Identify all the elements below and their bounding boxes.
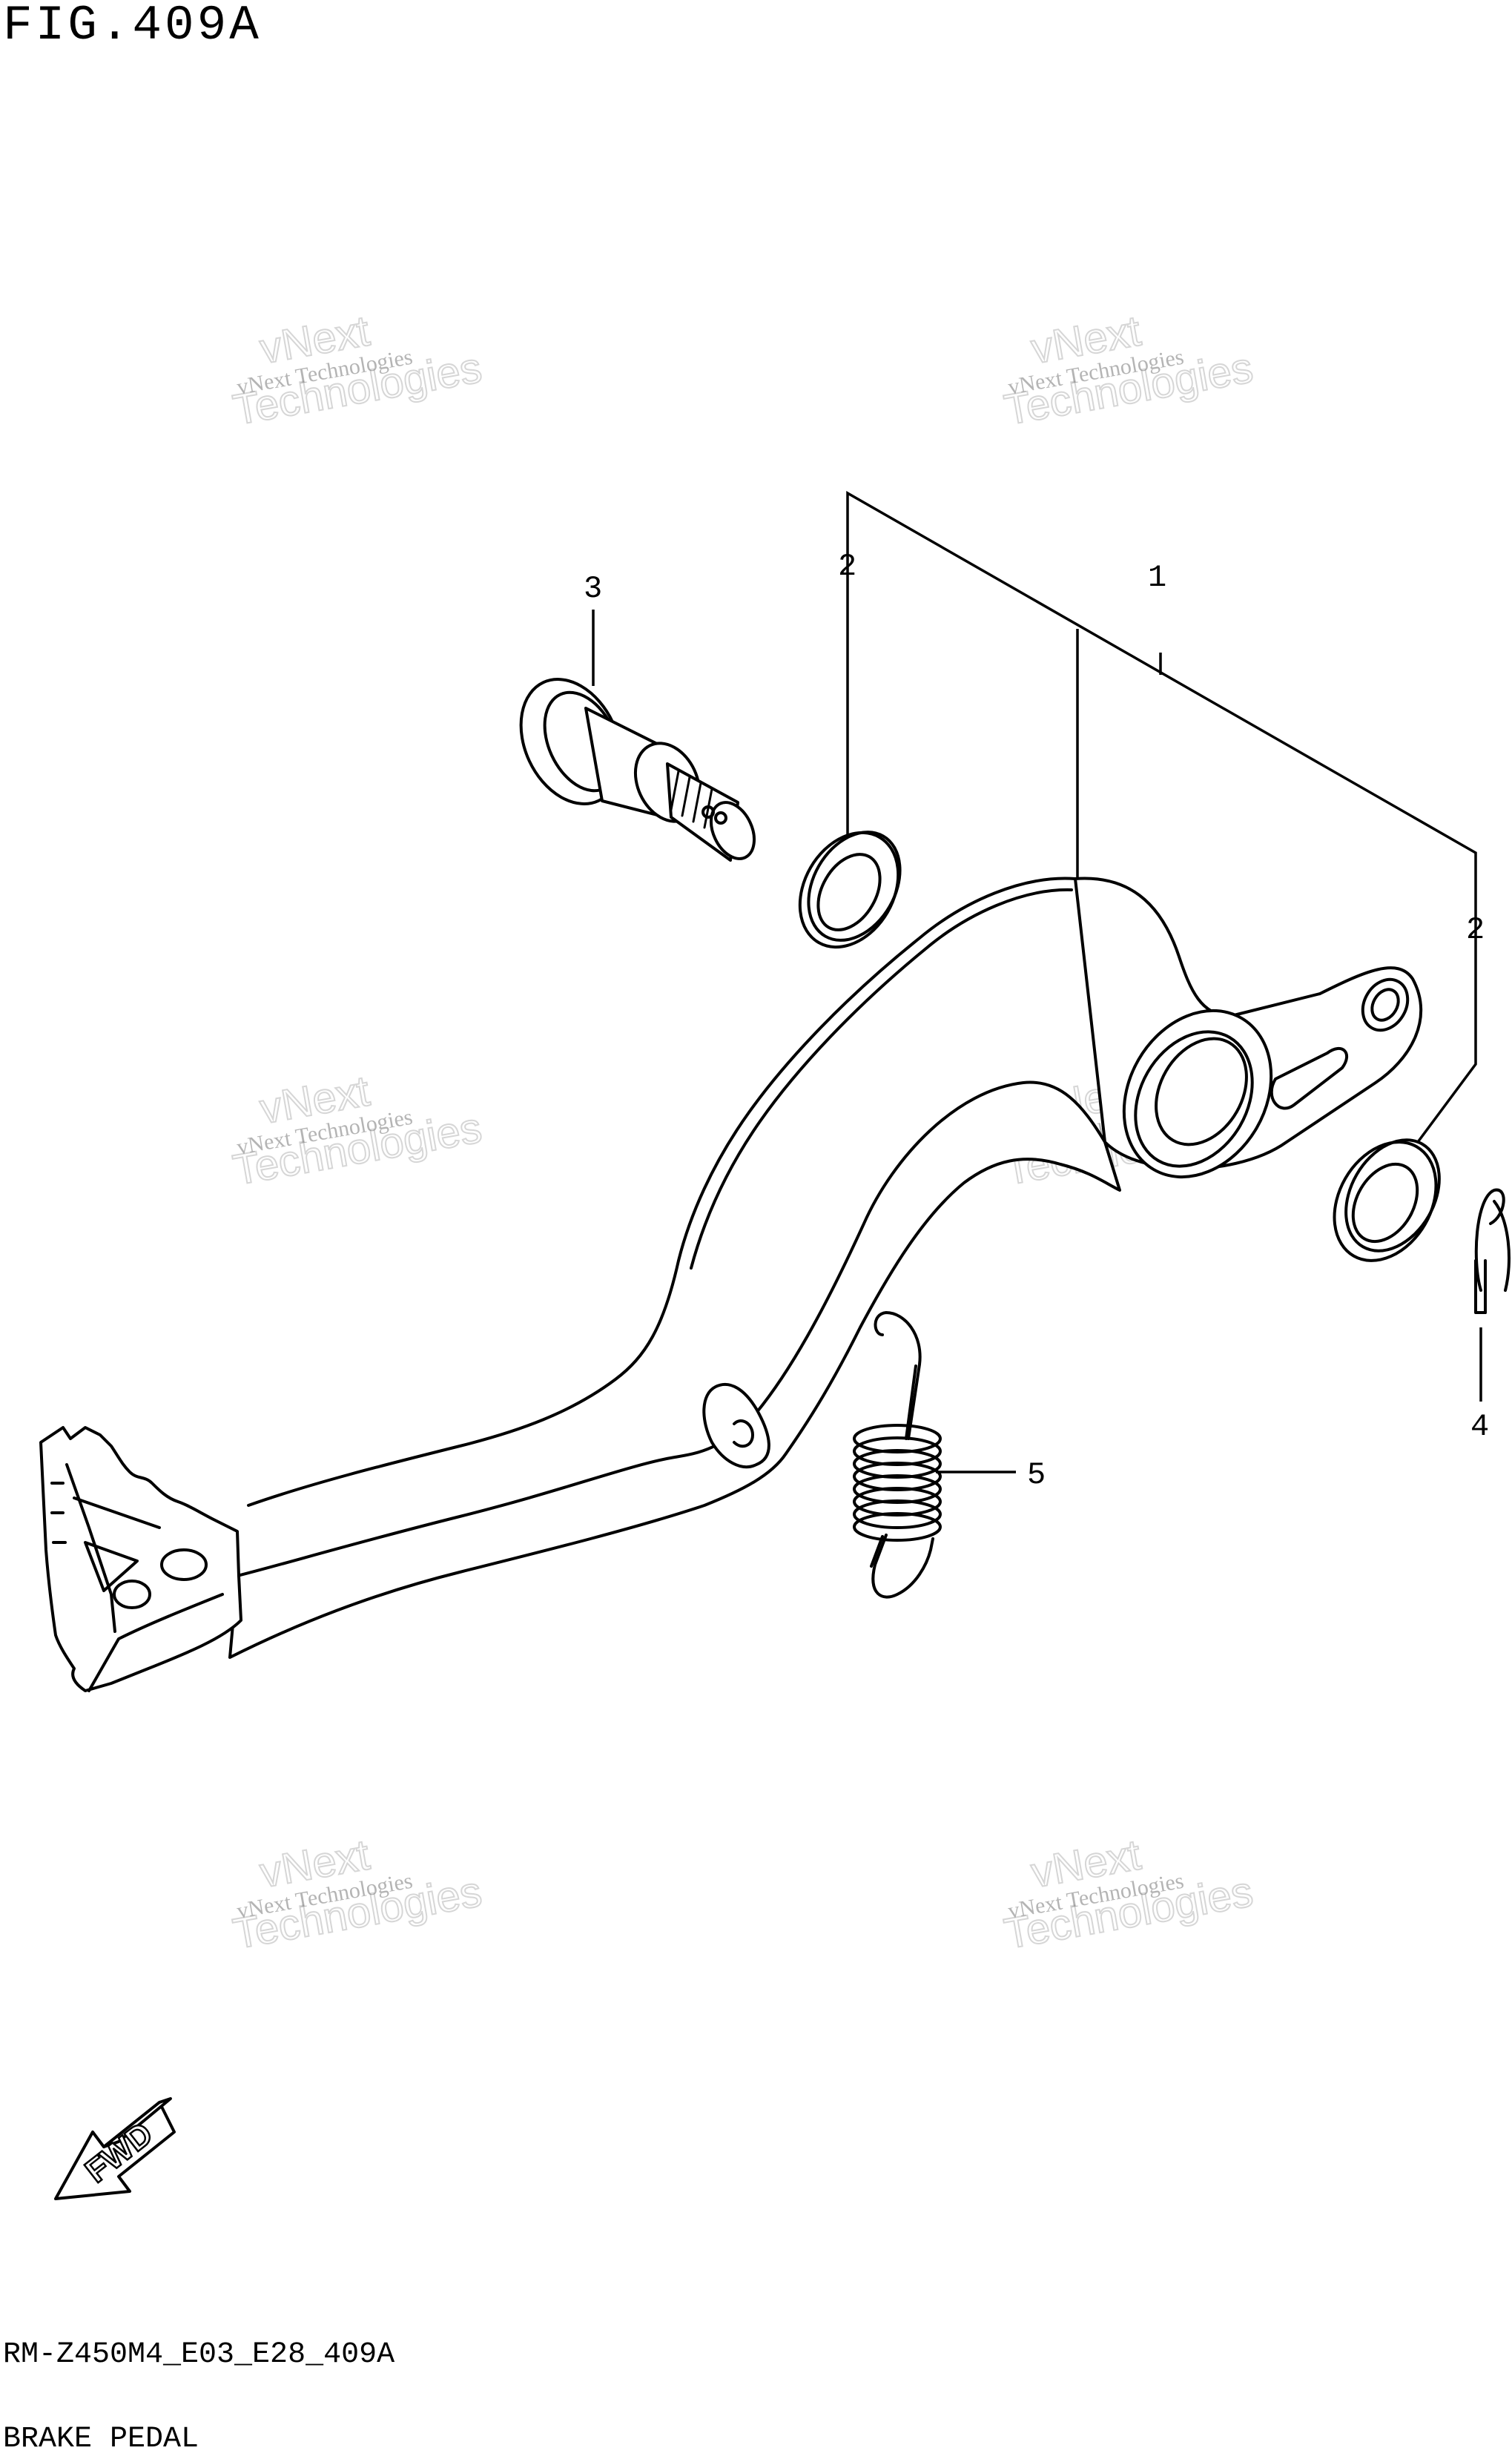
watermark-group-3: vNext Technologies vNext Technologies [229,1066,486,1195]
callout-3: 3 [584,571,602,607]
callout-4: 4 [1470,1409,1489,1445]
callout-5: 5 [1027,1457,1046,1493]
leader-lines [592,490,1482,1473]
seal-lower [1333,1138,1441,1262]
figure-title: FIG.409A [3,0,262,53]
watermark-group-1: vNext Technologies vNext Technologies [229,306,486,435]
fwd-arrow-icon: FWD [54,2097,176,2200]
watermark-group-2: vNext Technologies vNext Technologies [1000,306,1258,435]
return-spring [853,1311,942,1599]
callout-2-upper: 2 [838,549,856,584]
watermark-group-5: vNext Technologies vNext Technologies [229,1829,486,1958]
callout-2-right: 2 [1466,912,1485,948]
watermark-group-6: vNext Technologies vNext Technologies [1000,1829,1258,1958]
seal-upper [798,831,902,949]
callout-1: 1 [1148,560,1166,595]
leader-bracket [846,490,1477,1143]
brake-pedal [39,877,1423,1692]
pivot-bolt [519,678,756,862]
section-title: BRAKE PEDAL [3,2423,199,2456]
cotter-pin [1474,1188,1511,1314]
model-code: RM-Z450M4_E03_E28_409A [3,2338,395,2372]
